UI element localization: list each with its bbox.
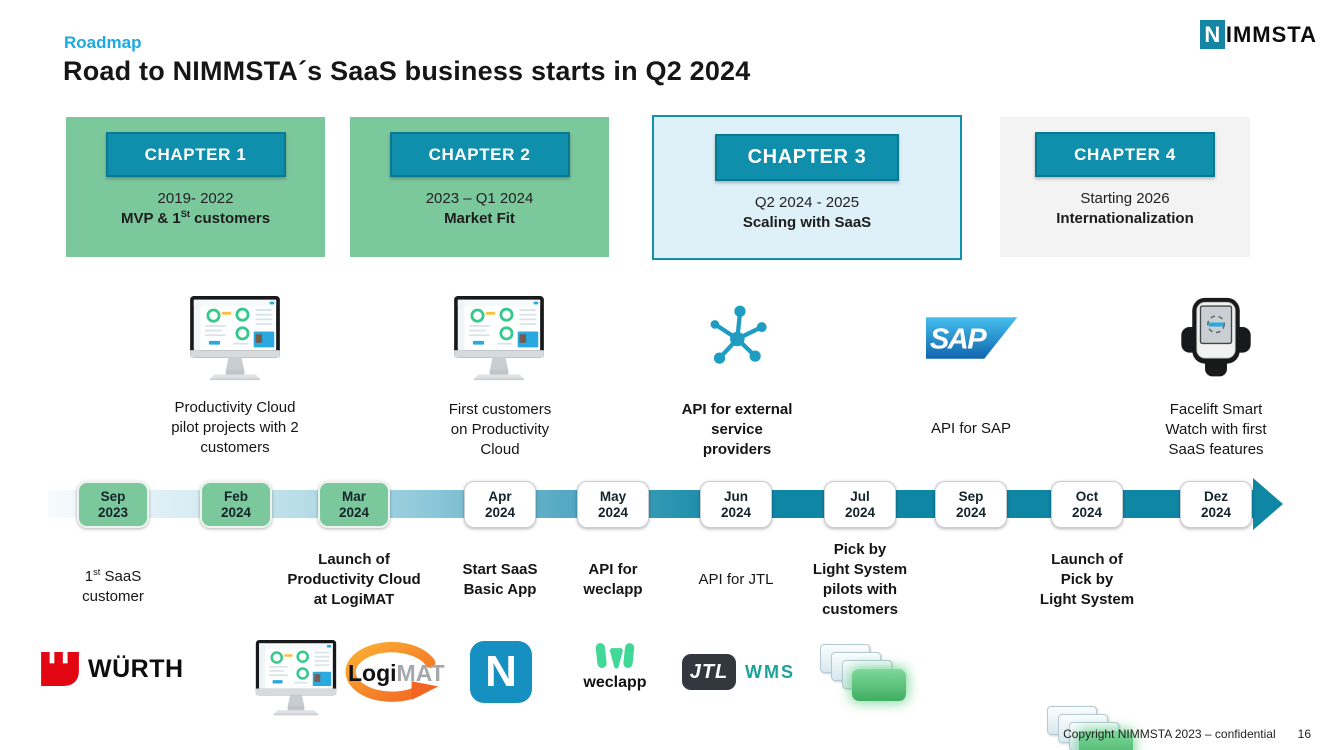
svg-text:SAP: SAP [930, 324, 987, 356]
weclapp-w-icon [591, 641, 639, 671]
productivity-cloud-monitor-icon [188, 296, 282, 382]
productivity-cloud-monitor-icon [254, 640, 338, 717]
logimat-logo-text: LogiMAT [348, 660, 445, 686]
chapter-2-box: CHAPTER 2 2023 – Q1 2024 Market Fit [350, 117, 609, 257]
smartwatch-icon [1174, 294, 1258, 382]
chapter-3-box: CHAPTER 3 Q2 2024 - 2025 Scaling with Sa… [652, 115, 962, 260]
feature-caption-productivity-pilots: Productivity Cloud pilot projects with 2… [171, 399, 299, 456]
nimmsta-logo: N IMMSTA [1199, 20, 1317, 49]
pick-by-light-modules-icon [820, 644, 906, 706]
milestone-caption-api-weclapp: API for weclapp [583, 561, 643, 598]
wuerth-logo-text: WÜRTH [88, 654, 184, 683]
milestone-caption-api-jtl: API for JTL [698, 571, 774, 588]
milestone-caption-launch-productivity-cloud: Launch of Productivity Cloud at LogiMAT [287, 551, 421, 608]
logimat-logo: LogiMAT [334, 640, 450, 706]
chapter-1-desc: MVP & 1St customers [120, 209, 271, 227]
page-title: Road to NIMMSTA´s SaaS business starts i… [63, 56, 751, 86]
milestone-caption-start-saas-basic-app: Start SaaS Basic App [462, 561, 538, 598]
chapter-4-desc: Internationalization [1056, 210, 1194, 227]
chapter-3-period: Q2 2024 - 2025 [754, 194, 860, 211]
jtl-wms-text: WMS [745, 661, 795, 682]
nimmsta-logo-n-icon: N [1199, 20, 1225, 49]
feature-caption-api-sap: API for SAP [930, 420, 1012, 437]
chapter-4-header: CHAPTER 4 [1035, 132, 1215, 177]
chapter-4-box: CHAPTER 4 Starting 2026 Internationaliza… [1000, 117, 1250, 257]
wuerth-logo: WÜRTH [40, 652, 184, 686]
chapter-1-period: 2019- 2022 [157, 190, 234, 207]
timeline-arrow-icon [1253, 478, 1283, 530]
weclapp-logo: weclapp [572, 641, 658, 692]
feature-caption-first-customers: First customers on Productivity Cloud [448, 401, 552, 458]
weclapp-logo-text: weclapp [583, 674, 647, 691]
slide-eyebrow: Roadmap [64, 33, 142, 52]
chapter-3-header: CHAPTER 3 [715, 134, 899, 181]
milestone-caption-pick-by-light-pilots: Pick by Light System pilots with custome… [812, 541, 908, 618]
wuerth-shield-icon [40, 652, 80, 686]
slide-footer: Copyright NIMMSTA 2023 – confidential 16 [1063, 727, 1311, 741]
sap-logo: SAP [926, 317, 1018, 359]
chapter-2-header: CHAPTER 2 [389, 132, 570, 177]
jtl-wms-logo: JTL WMS [682, 654, 795, 690]
chapter-2-period: 2023 – Q1 2024 [425, 190, 534, 207]
milestone-caption-first-saas-customer: 1st SaaS customer [82, 567, 144, 605]
nimmsta-logo-text: IMMSTA [1225, 21, 1317, 47]
jtl-badge-icon: JTL [682, 654, 736, 690]
feature-caption-facelift-watch: Facelift Smart Watch with first SaaS fea… [1165, 401, 1267, 458]
chapter-4-period: Starting 2026 [1080, 190, 1170, 207]
feature-caption-api-external: API for external service providers [681, 401, 793, 458]
productivity-cloud-monitor-icon [452, 296, 546, 382]
footer-page-number: 16 [1297, 727, 1311, 741]
api-network-icon [703, 302, 769, 368]
pick-by-light-modules-icon [1047, 706, 1133, 750]
chapter-2-desc: Market Fit [444, 210, 515, 227]
footer-copyright: Copyright NIMMSTA 2023 – confidential [1063, 727, 1276, 741]
chapter-3-desc: Scaling with SaaS [742, 214, 872, 231]
milestone-caption-launch-pick-by-light: Launch of Pick by Light System [1039, 551, 1135, 608]
chapter-1-header: CHAPTER 1 [105, 132, 286, 177]
chapter-1-box: CHAPTER 1 2019- 2022 MVP & 1St customers [66, 117, 325, 257]
nimmsta-app-icon: N [470, 641, 532, 703]
